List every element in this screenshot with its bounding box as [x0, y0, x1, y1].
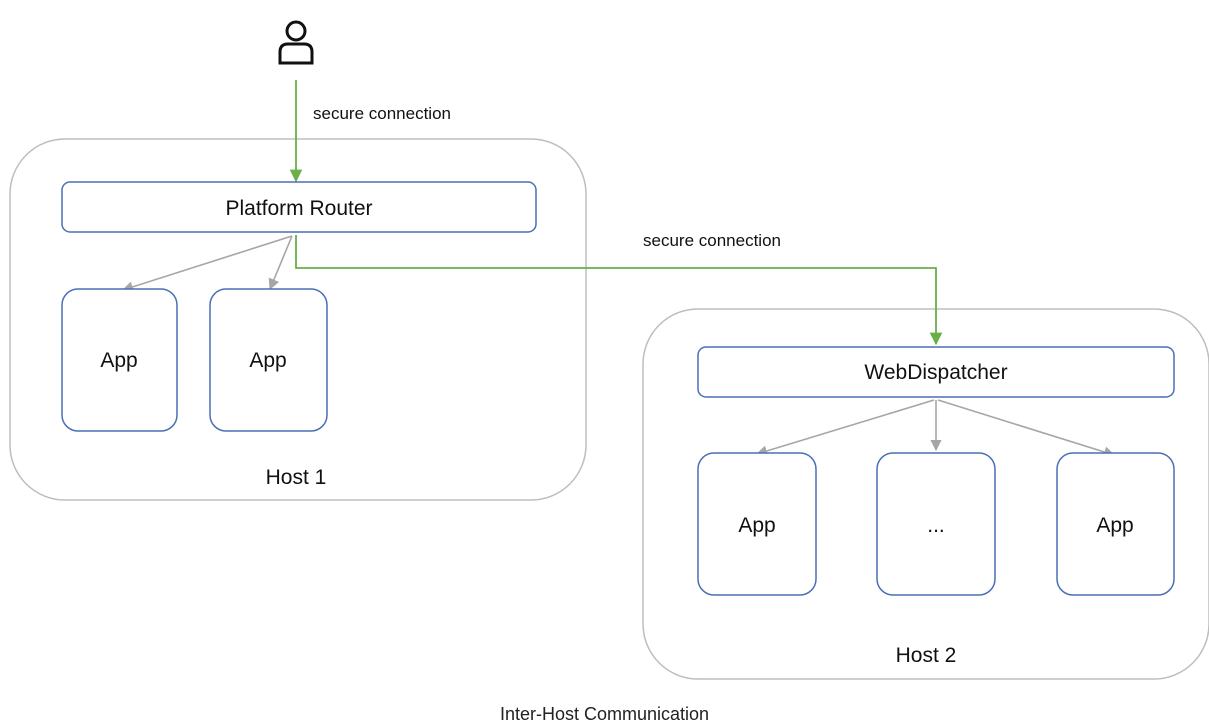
host-2-label: Host 2	[896, 644, 957, 667]
dispatcher-to-app-1-arrow	[755, 399, 935, 457]
host-2-app-box-1	[697, 452, 817, 596]
host-1-app-box-1	[61, 288, 178, 432]
host-2-app-label-3: App	[1096, 514, 1133, 537]
host-2-container	[642, 308, 1209, 680]
host-1-app-label-2: App	[249, 349, 286, 372]
webdispatcher-box	[697, 346, 1175, 398]
router-to-app-2-arrow	[268, 235, 293, 291]
platform-router-box	[61, 181, 537, 233]
secure-connection-label-mid: secure connection	[643, 231, 781, 250]
host-1-label: Host 1	[266, 466, 327, 489]
dispatcher-to-app-3-arrow	[937, 399, 1116, 458]
host-1-container	[9, 138, 587, 501]
webdispatcher-label: WebDispatcher	[864, 361, 1007, 384]
person-icon	[278, 20, 314, 65]
secure-connection-arrow-mid	[295, 235, 943, 346]
host-1-app-box-2	[209, 288, 328, 432]
secure-connection-label-top: secure connection	[313, 104, 451, 123]
host-2-app-box-2	[876, 452, 996, 596]
host-2-app-label-2: ...	[927, 514, 945, 537]
router-to-app-1-arrow	[121, 235, 293, 293]
host-2-app-label-1: App	[738, 514, 775, 537]
figure-caption: Inter-Host Communication	[499, 704, 710, 724]
host-2-app-box-3	[1056, 452, 1175, 596]
host-1-app-label-1: App	[100, 349, 137, 372]
platform-router-label: Platform Router	[225, 197, 372, 220]
